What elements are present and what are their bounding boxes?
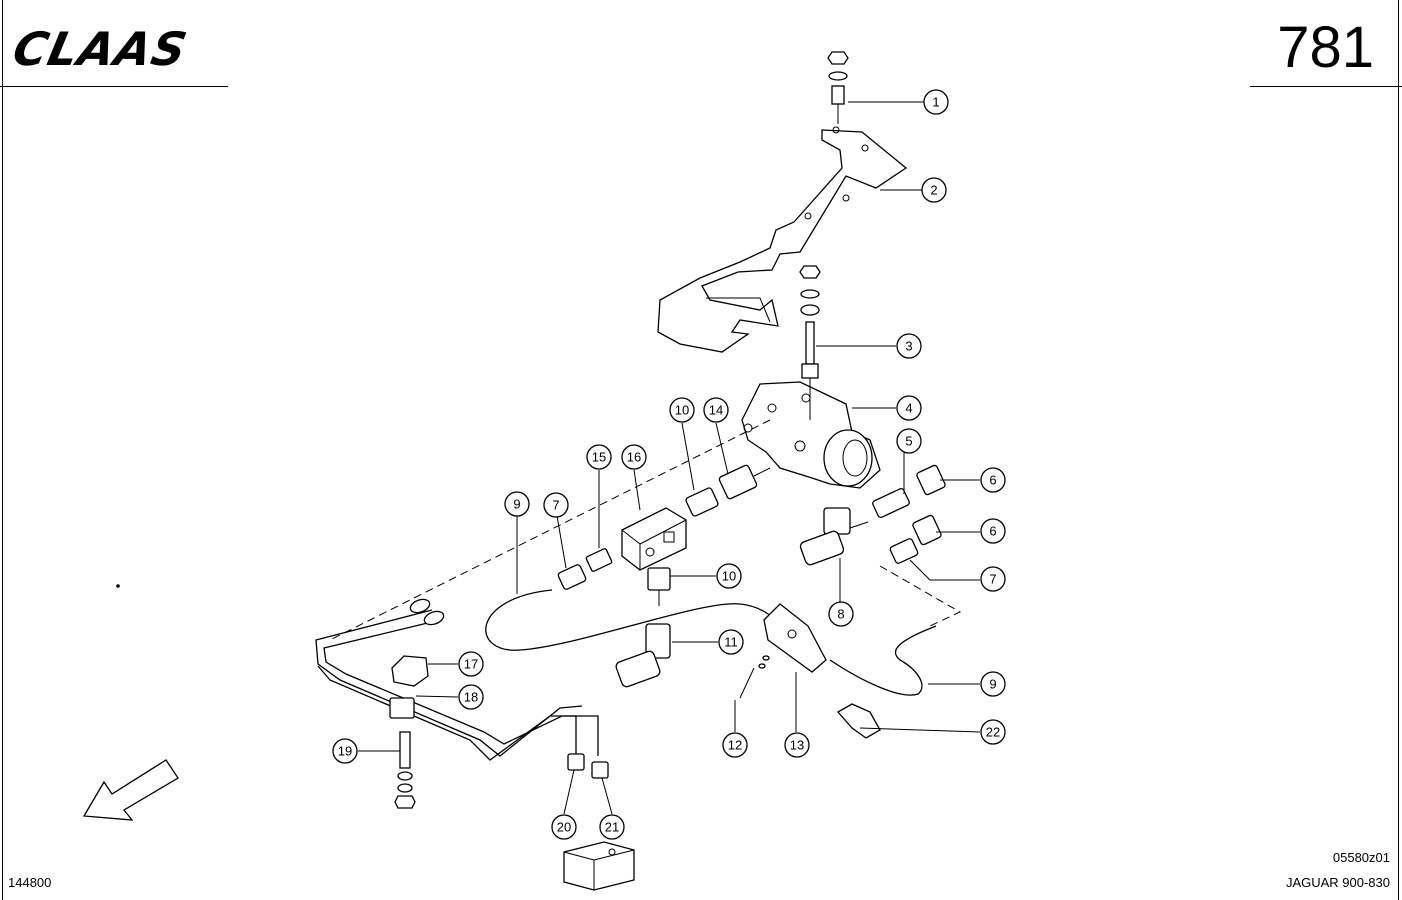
centerline-right (879, 565, 962, 627)
callout-15: 15 (586, 444, 612, 470)
page-number: 781 (1277, 15, 1374, 80)
model-name: JAGUAR 900-830 (1285, 875, 1390, 890)
callout-17: 17 (458, 651, 484, 677)
part-8-tee-fitting (799, 507, 869, 566)
page-border-left (2, 0, 3, 900)
callout-5: 5 (896, 428, 922, 454)
part-19-bolt-stack (394, 731, 416, 809)
part-9-tube-right (829, 625, 937, 696)
part-3-bolt-stack (799, 265, 821, 420)
part-1-fasteners (827, 51, 849, 124)
svg-text:22: 22 (986, 725, 1000, 740)
callout-10a: 10 (669, 397, 695, 423)
svg-text:16: 16 (627, 450, 641, 465)
callout-8: 8 (828, 601, 854, 627)
part-10-fitting-upper (685, 487, 719, 517)
callout-9b: 9 (980, 671, 1006, 697)
callout-16: 16 (621, 444, 647, 470)
svg-text:20: 20 (557, 820, 571, 835)
svg-text:10: 10 (675, 403, 689, 418)
part-4-valve-body (741, 381, 881, 489)
distributor-block (563, 841, 635, 891)
svg-text:8: 8 (837, 607, 844, 622)
svg-text:21: 21 (605, 820, 619, 835)
callout-14: 14 (703, 397, 729, 423)
svg-text:7: 7 (989, 572, 996, 587)
callout-19: 19 (332, 738, 358, 764)
svg-text:19: 19 (338, 744, 352, 759)
part-14-fitting (718, 464, 771, 500)
callout-7b: 7 (543, 492, 569, 518)
svg-text:3: 3 (905, 339, 912, 354)
callout-9a: 9 (504, 491, 530, 517)
callout-22: 22 (980, 719, 1006, 745)
callout-21: 21 (599, 814, 625, 840)
part-17-clamp (391, 655, 429, 687)
part-18-clamp (389, 697, 415, 719)
svg-text:18: 18 (464, 690, 478, 705)
callout-6b: 6 (980, 518, 1006, 544)
callout-4: 4 (896, 395, 922, 421)
header-rule-right (1250, 86, 1402, 87)
svg-text:7: 7 (552, 498, 559, 513)
part-15-nipple (585, 548, 613, 572)
pipe-bundle (315, 598, 599, 761)
stray-dot (116, 584, 120, 588)
callout-10b: 10 (716, 563, 742, 589)
svg-text:11: 11 (724, 635, 738, 650)
part-20-nut (567, 753, 585, 771)
callout-1: 1 (923, 89, 949, 115)
part-16-block (621, 507, 687, 571)
part-5-fitting (872, 487, 910, 519)
part-13-valve (739, 603, 827, 699)
part-6-elbow-lower (912, 514, 942, 546)
svg-text:6: 6 (989, 473, 996, 488)
centerline-upper (329, 419, 771, 641)
svg-text:4: 4 (905, 401, 912, 416)
part-22-clip (836, 703, 881, 739)
callout-18: 18 (458, 684, 484, 710)
svg-text:6: 6 (989, 524, 996, 539)
header-rule-left (0, 86, 228, 87)
callout-13: 13 (784, 732, 810, 758)
leader-lines (358, 101, 981, 815)
part-11-elbow (615, 623, 671, 688)
svg-text:9: 9 (513, 497, 520, 512)
svg-text:14: 14 (709, 403, 723, 418)
svg-text:17: 17 (464, 657, 478, 672)
drawing-code: 05580z01 (1332, 850, 1390, 865)
svg-text:1: 1 (932, 95, 939, 110)
callout-6a: 6 (980, 467, 1006, 493)
direction-arrow-icon (82, 759, 179, 821)
svg-text:9: 9 (989, 677, 996, 692)
svg-text:15: 15 (592, 450, 606, 465)
part-7-nut-left (557, 564, 587, 590)
svg-text:13: 13 (790, 738, 804, 753)
part-6-elbow-upper (916, 464, 946, 496)
part-9-tube-left (485, 589, 791, 651)
callout-20: 20 (551, 814, 577, 840)
callout-2: 2 (921, 177, 947, 203)
part-2-bracket (657, 126, 908, 353)
svg-text:5: 5 (905, 434, 912, 449)
sheet-id: 144800 (8, 875, 52, 890)
part-21-nut (591, 761, 609, 779)
svg-text:12: 12 (728, 738, 742, 753)
svg-text:2: 2 (930, 183, 937, 198)
part-10-fitting-lower (647, 567, 671, 606)
callout-11: 11 (718, 629, 744, 655)
callout-3: 3 (896, 333, 922, 359)
callout-12: 12 (722, 732, 748, 758)
svg-text:10: 10 (722, 569, 736, 584)
callout-7a: 7 (980, 566, 1006, 592)
part-7-nut-right (889, 538, 919, 564)
page-border-right (1398, 0, 1399, 900)
